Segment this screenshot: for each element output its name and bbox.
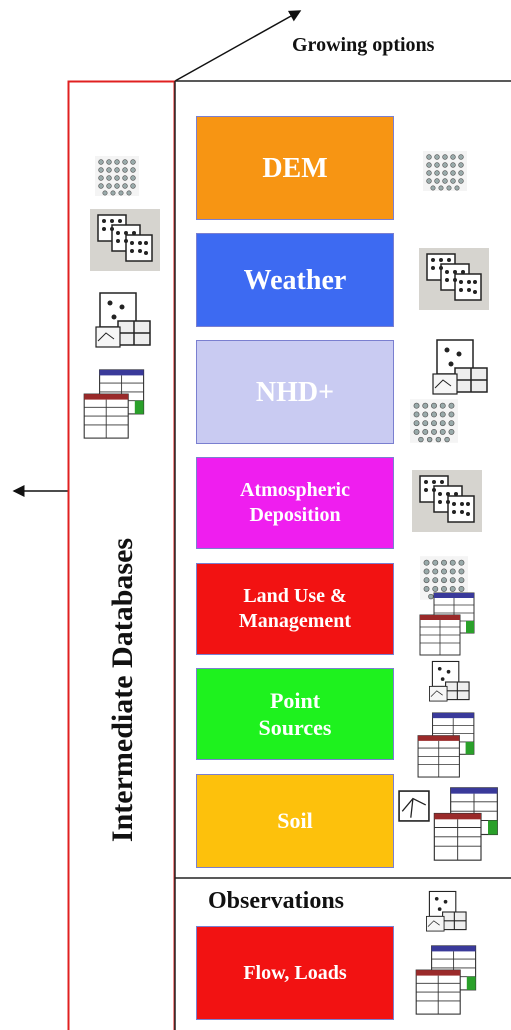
point-layer-icon <box>94 281 154 361</box>
observations-label: Observations <box>208 888 345 914</box>
intermediate-databases-label: Intermediate Databases <box>106 537 139 843</box>
dem-box: DEM <box>196 116 394 220</box>
multi-point-layer-icon <box>90 209 160 271</box>
land-use-box: Land Use & Management <box>196 563 394 655</box>
table-icon <box>414 940 480 1020</box>
table-icon <box>82 364 148 444</box>
line-layer-icon <box>398 790 430 822</box>
point-layer-icon <box>431 328 491 408</box>
table-icon <box>432 783 502 865</box>
point-sources-box: Point Sources <box>196 668 394 760</box>
weather-box: Weather <box>196 233 394 327</box>
raster-grid-icon <box>95 155 139 197</box>
table-icon <box>416 705 478 785</box>
multi-point-layer-icon <box>412 470 482 532</box>
growing-options-label: Growing options <box>292 34 435 56</box>
flow-loads-box: Flow, Loads <box>196 926 394 1020</box>
soil-box: Soil <box>196 774 394 868</box>
table-icon <box>418 588 478 660</box>
raster-grid-icon <box>423 150 467 192</box>
nhd-box: NHD+ <box>196 340 394 444</box>
multi-point-layer-icon <box>419 248 489 310</box>
point-layer-icon <box>424 660 476 704</box>
growing-arrow <box>174 10 302 82</box>
atmospheric-deposition-box: Atmospheric Deposition <box>196 457 394 549</box>
raster-grid-icon <box>410 398 458 444</box>
point-layer-icon <box>421 890 473 934</box>
